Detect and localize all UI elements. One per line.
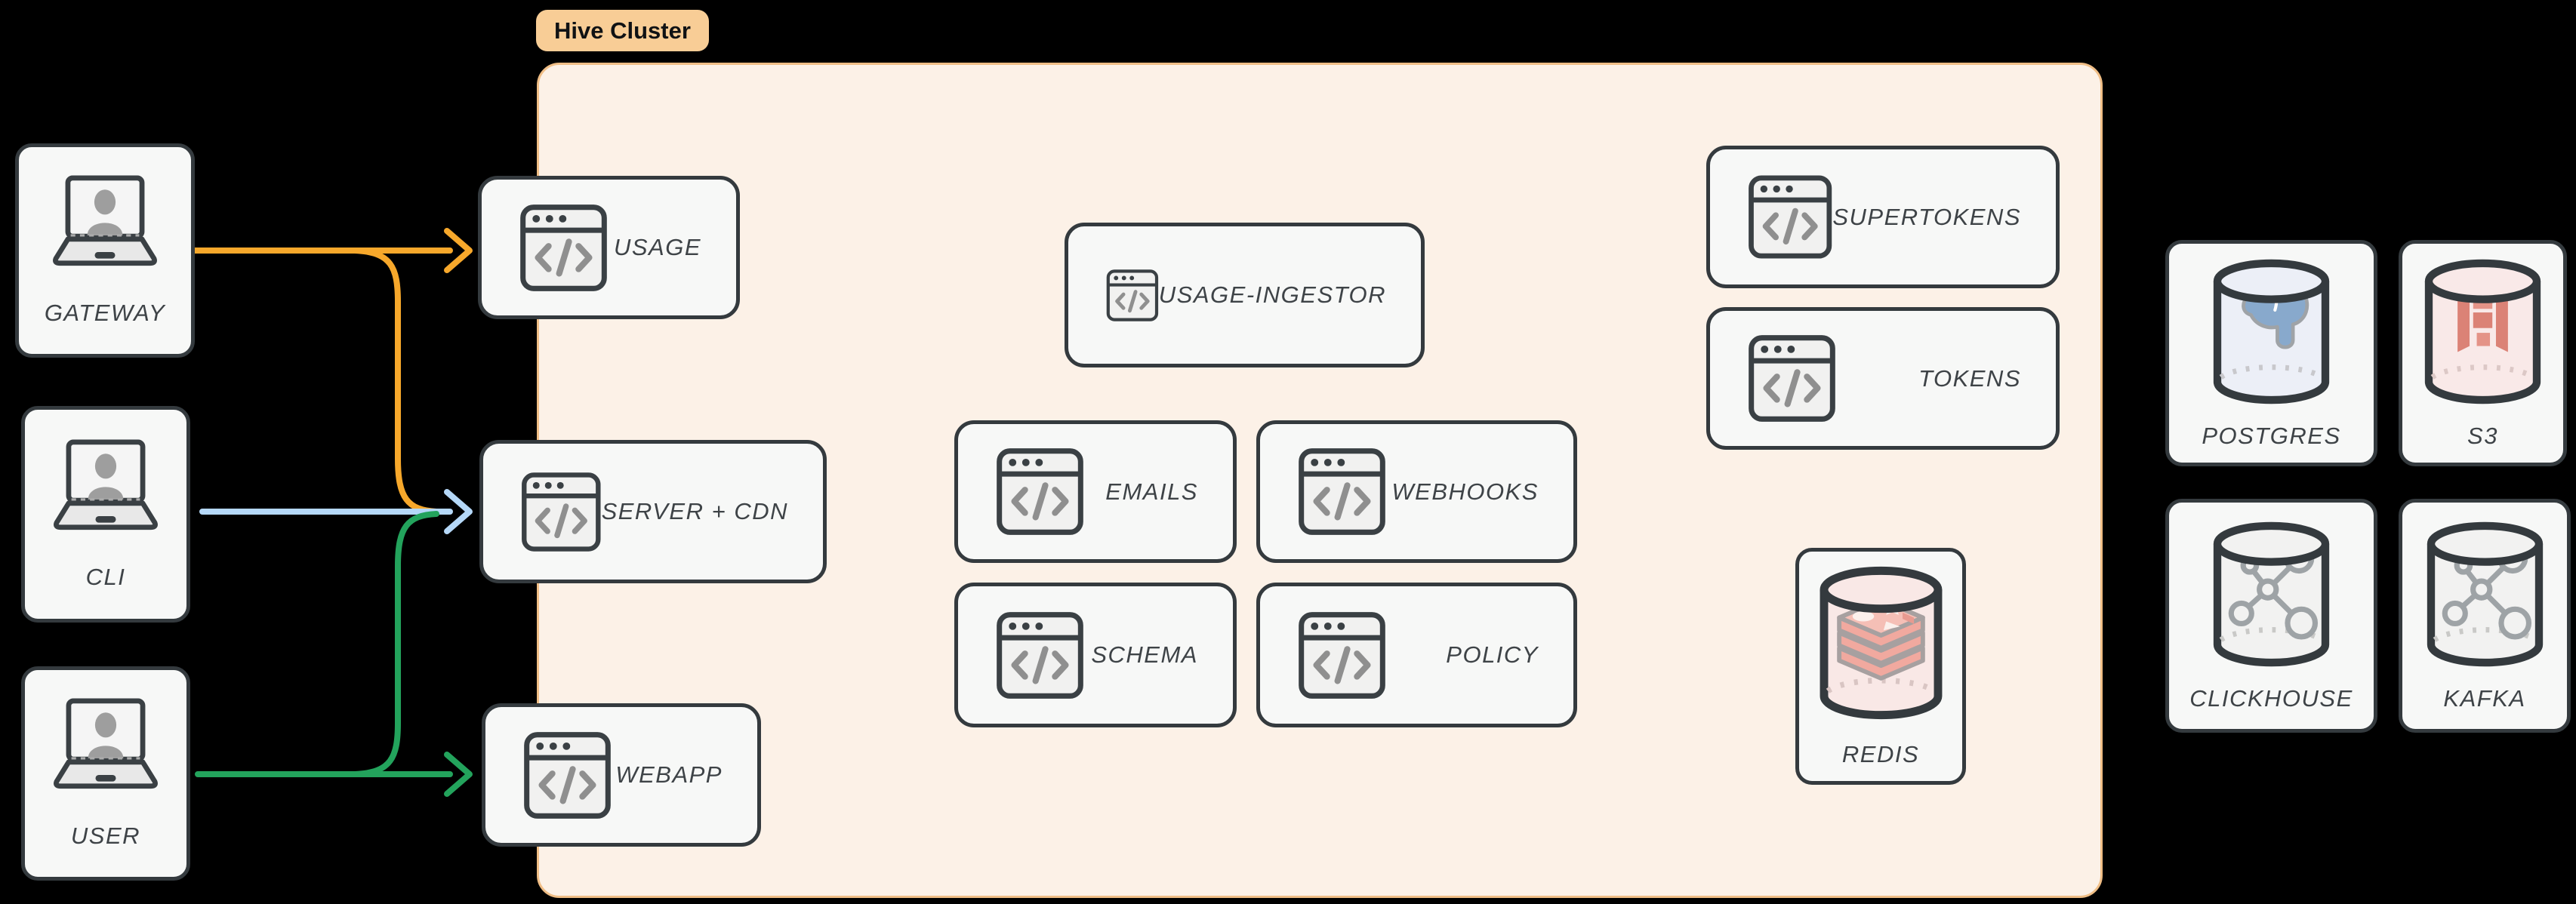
node-label: S3: [2467, 422, 2498, 449]
node-label: WEBHOOKS: [1391, 478, 1539, 505]
node-clickhouse[interactable]: CLICKHOUSE: [2165, 499, 2377, 733]
node-label: KAFKA: [2443, 684, 2526, 712]
node-label: POLICY: [1446, 641, 1539, 668]
node-label: SERVER + CDN: [601, 498, 788, 524]
node-label: TOKENS: [1918, 364, 2021, 392]
postgres-database-icon: [2213, 259, 2330, 404]
node-usage[interactable]: USAGE: [478, 176, 740, 319]
laptop-user-icon: [54, 439, 158, 530]
browser-code-icon: [1299, 448, 1385, 535]
laptop-user-icon: [54, 698, 158, 789]
browser-code-icon: [1749, 335, 1835, 422]
edge-gateway-usage: [192, 228, 473, 273]
node-label: REDIS: [1841, 741, 1920, 767]
laptop-user-icon: [53, 175, 157, 266]
browser-code-icon: [522, 472, 601, 552]
node-user[interactable]: USER: [21, 666, 190, 881]
node-label: GATEWAY: [44, 300, 166, 326]
node-postgres[interactable]: POSTGRES: [2165, 240, 2377, 466]
node-label: POSTGRES: [2202, 422, 2341, 449]
node-webapp[interactable]: WEBAPP: [482, 703, 761, 847]
node-label: USAGE-INGESTOR: [1158, 281, 1386, 308]
node-label: USER: [70, 823, 141, 849]
node-label: SUPERTOKENS: [1832, 203, 2021, 230]
node-label: EMAILS: [1105, 478, 1198, 505]
node-tokens[interactable]: TOKENS: [1706, 307, 2060, 450]
browser-code-icon: [997, 448, 1083, 535]
node-policy[interactable]: POLICY: [1256, 583, 1577, 727]
browser-code-icon: [1106, 269, 1159, 321]
browser-code-icon: [997, 611, 1083, 699]
browser-code-icon: [1749, 175, 1832, 259]
edge-user-webapp: [195, 752, 473, 797]
node-server-cdn[interactable]: SERVER + CDN: [479, 440, 827, 583]
redis-database-icon: [1820, 566, 1942, 720]
browser-code-icon: [1299, 611, 1385, 699]
node-emails[interactable]: EMAILS: [954, 420, 1237, 563]
browser-code-icon: [524, 731, 611, 819]
node-label: USAGE: [613, 234, 701, 260]
node-kafka[interactable]: KAFKA: [2399, 499, 2571, 733]
node-label: CLI: [85, 563, 126, 590]
node-schema[interactable]: SCHEMA: [954, 583, 1237, 727]
node-usage-ingestor[interactable]: USAGE-INGESTOR: [1065, 223, 1425, 367]
node-redis[interactable]: REDIS: [1795, 548, 1966, 785]
node-supertokens[interactable]: SUPERTOKENS: [1706, 146, 2060, 288]
edge-gateway-server-cdn: [352, 248, 439, 515]
node-label: WEBAPP: [615, 761, 723, 788]
browser-code-icon: [520, 204, 607, 291]
edge-cli-server-cdn: [199, 489, 473, 534]
cluster-database-icon: [2427, 521, 2543, 666]
node-cli[interactable]: CLI: [21, 406, 190, 623]
node-label: SCHEMA: [1091, 641, 1198, 668]
edge-user-server-cdn: [352, 511, 439, 777]
node-webhooks[interactable]: WEBHOOKS: [1256, 420, 1577, 563]
node-label: CLICKHOUSE: [2189, 684, 2353, 712]
node-s3[interactable]: S3: [2399, 240, 2567, 466]
node-gateway[interactable]: GATEWAY: [15, 143, 195, 358]
cluster-database-icon: [2213, 521, 2330, 666]
hive-cluster-label: Hive Cluster: [536, 10, 709, 51]
s3-database-icon: [2424, 259, 2541, 404]
